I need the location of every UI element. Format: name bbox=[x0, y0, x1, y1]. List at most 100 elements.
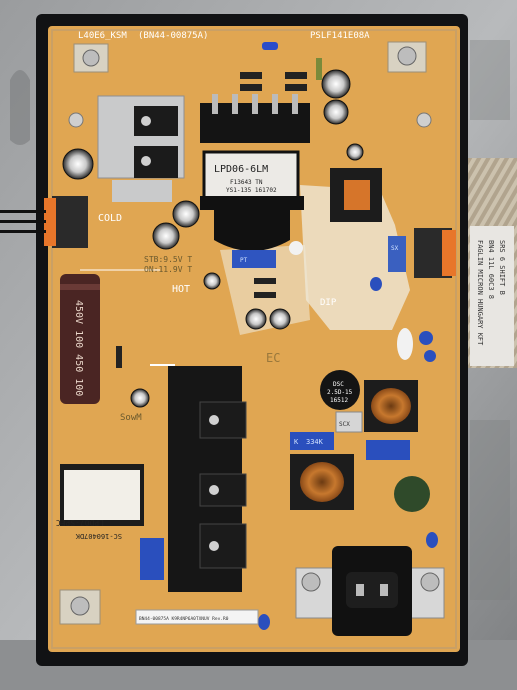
blue-disc-2 bbox=[419, 331, 433, 345]
aux-transformer-coil bbox=[344, 180, 370, 210]
small-blue-label: PT bbox=[240, 257, 248, 264]
capacitor-top-2 bbox=[323, 99, 349, 125]
heatsink-foot bbox=[112, 180, 172, 202]
bulk-capacitor bbox=[60, 274, 100, 404]
pcb-edge bbox=[51, 29, 457, 649]
transistor-5 bbox=[199, 523, 247, 569]
blue-box-right bbox=[388, 236, 406, 272]
ac-pin-1 bbox=[356, 584, 364, 596]
gray-capacitor bbox=[335, 411, 363, 433]
screw-icon-2 bbox=[141, 156, 151, 166]
diode-4 bbox=[285, 84, 307, 91]
wire-3 bbox=[0, 230, 46, 233]
mount-screw-top-left bbox=[82, 49, 100, 67]
side-sticker bbox=[470, 226, 514, 366]
white-blob bbox=[289, 241, 303, 255]
blue-capacitor-mid bbox=[232, 250, 276, 268]
capacitor-mid-2 bbox=[245, 308, 267, 330]
transformer-code: YS1-135 161702 bbox=[226, 187, 277, 194]
part-number-label: (BN44-00875A) bbox=[138, 31, 208, 41]
wire-2 bbox=[0, 220, 46, 223]
capacitor-top-3 bbox=[346, 143, 364, 161]
standby-transformer-line-1: LPD07-SPFC bbox=[56, 518, 104, 527]
mount-screw-top-right bbox=[397, 46, 417, 66]
choke-1-coil bbox=[371, 388, 411, 424]
sticker-line-2: BN4 11L 60C3 8 bbox=[487, 240, 495, 299]
brand-mark: SowM bbox=[120, 413, 142, 423]
diode-2 bbox=[285, 72, 307, 79]
pin-4 bbox=[272, 94, 278, 114]
pin-1 bbox=[212, 94, 218, 114]
capacitor-top-1 bbox=[321, 69, 351, 99]
capacitor-mid-3 bbox=[269, 308, 291, 330]
hot-label: HOT bbox=[172, 284, 190, 295]
transistor-2 bbox=[134, 146, 178, 178]
mount-screw-bottom-left bbox=[70, 596, 90, 616]
diode-3 bbox=[240, 84, 262, 91]
chassis-emboss-2 bbox=[470, 40, 510, 120]
left-connector bbox=[52, 196, 88, 248]
standby-line-2: ON:11.9V T bbox=[144, 265, 192, 274]
capacitor-left-3 bbox=[152, 222, 180, 250]
ac-socket bbox=[346, 572, 398, 608]
transistor-1 bbox=[134, 106, 178, 136]
screw-icon-5 bbox=[209, 541, 219, 551]
transistor-3 bbox=[199, 401, 247, 439]
diode-mid-1 bbox=[254, 278, 276, 284]
thermistor-line-1: DSC bbox=[333, 381, 344, 388]
pin-2 bbox=[232, 94, 238, 114]
mount-screw-right-1 bbox=[416, 112, 432, 128]
standby-transformer-line-2: SC-160407DK bbox=[75, 532, 122, 540]
thermistor bbox=[320, 370, 360, 410]
board-code-label: PSLF141E08A bbox=[310, 31, 370, 41]
dip-label: DIP bbox=[320, 298, 337, 308]
inlet-screw-left bbox=[301, 572, 321, 592]
screw-icon-4 bbox=[209, 485, 219, 495]
choke-2-coil bbox=[300, 462, 344, 502]
capacitor-left-2 bbox=[172, 200, 200, 228]
model-label: L40E6_KSM bbox=[78, 31, 127, 41]
resistor-top bbox=[316, 58, 322, 80]
blue-box-label: SX bbox=[391, 245, 399, 252]
chassis-emboss-3 bbox=[470, 420, 510, 600]
transformer-frame bbox=[200, 196, 304, 210]
blue-capacitor-334k bbox=[290, 432, 334, 450]
transformer-core bbox=[214, 204, 290, 251]
thermistor-line-2: 2.5D-15 bbox=[327, 389, 353, 396]
thermistor-line-3: 16512 bbox=[330, 397, 348, 404]
standby-line-1: STB:9.5V T bbox=[144, 255, 192, 264]
sticker-line-3: SRS 6 SHIFT B bbox=[498, 240, 506, 295]
capacitor-left-1 bbox=[62, 148, 94, 180]
diode-1 bbox=[240, 72, 262, 79]
bulk-cap-text: 450V 100 450 100 bbox=[73, 300, 84, 396]
white-coil bbox=[397, 328, 413, 360]
silk-region bbox=[300, 185, 410, 330]
eco-mark: EC bbox=[266, 351, 280, 365]
barcode-text: BN44-00875A K9R4NP6A0TXNUV Rev.R0 bbox=[139, 616, 229, 622]
capacitor-mid-1 bbox=[203, 272, 221, 290]
bulk-cap-band bbox=[60, 284, 100, 290]
transformer-label: LPD06-6LM bbox=[214, 164, 268, 175]
screw-icon bbox=[141, 116, 151, 126]
barcode-label bbox=[135, 609, 259, 625]
connector-pins bbox=[442, 230, 456, 276]
blue-cap-top bbox=[262, 42, 278, 50]
gray-cap-label: SCX bbox=[339, 421, 350, 428]
blue-cap-label: 334K bbox=[306, 438, 324, 446]
capacitor-mid-4 bbox=[130, 388, 150, 408]
diode-left bbox=[116, 346, 122, 368]
chassis-emboss-1 bbox=[10, 70, 30, 145]
cold-label: COLD bbox=[98, 213, 122, 224]
pin-5 bbox=[292, 94, 298, 114]
mount-screw-left-1 bbox=[68, 112, 84, 128]
pin-3 bbox=[252, 94, 258, 114]
standby-transformer-label-bg bbox=[64, 470, 140, 520]
blue-cap-small: K bbox=[294, 438, 299, 446]
ac-pin-2 bbox=[380, 584, 388, 596]
screw-icon-3 bbox=[209, 415, 219, 425]
blue-disc-4 bbox=[426, 532, 438, 548]
left-connector-pins bbox=[44, 198, 56, 246]
diode-mid-2 bbox=[254, 292, 276, 298]
transformer-sub: F13643 TN bbox=[230, 179, 263, 186]
